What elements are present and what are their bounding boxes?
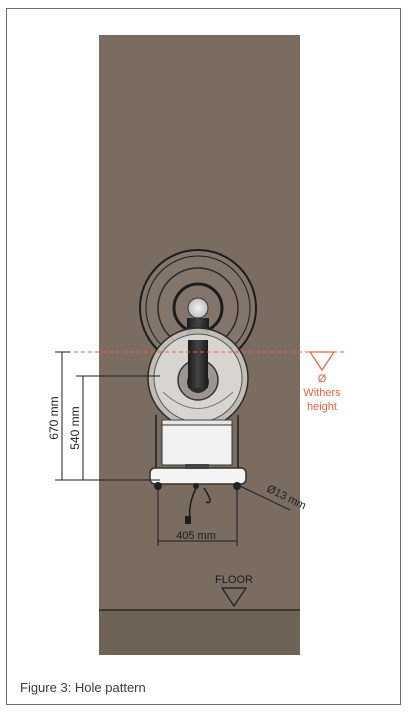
withers-triangle — [308, 351, 336, 372]
figure-caption: Figure 3: Hole pattern — [20, 680, 146, 695]
dimension-540 — [76, 375, 160, 480]
floor-triangle — [220, 587, 248, 608]
withers-symbol: Ø — [318, 373, 327, 385]
dim-540-label: 540 mm — [68, 406, 82, 449]
withers-label-line2: height — [307, 401, 337, 413]
floor-label: FLOOR — [215, 574, 253, 586]
dimension-670 — [55, 351, 160, 481]
floor-band — [99, 610, 300, 655]
middle-reel — [147, 327, 249, 429]
withers-label-line1: Withers — [303, 387, 341, 399]
dim-670-label: 670 mm — [47, 396, 61, 439]
dim-405-label: 405 mm — [176, 530, 216, 542]
dimension-405 — [157, 484, 238, 546]
machine-body — [149, 415, 247, 525]
hole-leader — [239, 485, 291, 511]
